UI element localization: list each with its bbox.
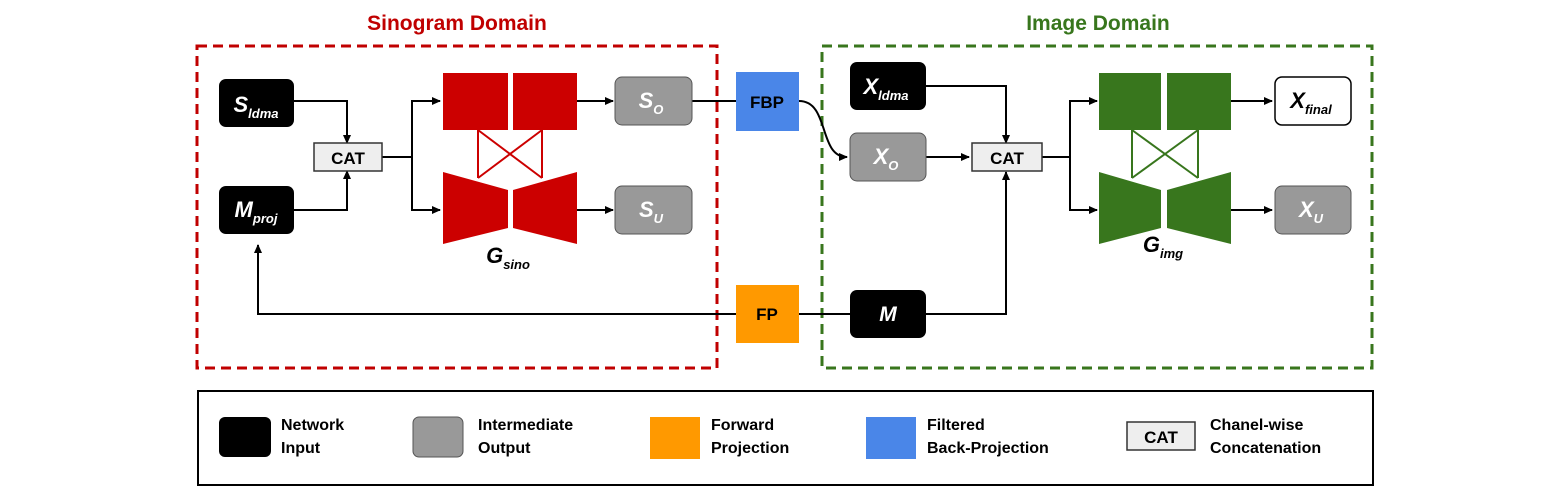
edge-cat-split [382, 97, 441, 158]
svg-text:Filtered: Filtered [927, 417, 985, 434]
fbp-node: FBP [736, 72, 799, 131]
x-ldma-node: Xldma [850, 62, 926, 110]
svg-text:Chanel-wise: Chanel-wise [1210, 417, 1303, 434]
svg-text:XO: XO [872, 144, 899, 173]
x-final-node: Xfinal [1274, 76, 1352, 126]
image-domain-title: Image Domain [1026, 12, 1170, 35]
legend-box [197, 390, 1374, 486]
g-sino-network: Gsino [443, 73, 577, 272]
legend-forward-projection: Forward Projection [650, 417, 789, 459]
cat-sino-node: CAT [313, 142, 383, 172]
s-ldma-node: Sldma [219, 79, 294, 127]
s-o-node: SO [614, 76, 693, 126]
edge-mproj-cat [294, 170, 351, 211]
edge-m-cat [926, 171, 1010, 315]
svg-text:Input: Input [281, 440, 321, 457]
svg-text:Gsino: Gsino [486, 243, 530, 272]
svg-text:CAT: CAT [1144, 428, 1178, 447]
sinogram-domain-border [195, 44, 719, 370]
s-u-node: SU [614, 185, 693, 235]
svg-text:CAT: CAT [990, 149, 1024, 168]
svg-text:Projection: Projection [711, 440, 789, 457]
m-proj-node: Mproj [219, 186, 294, 234]
svg-text:FP: FP [756, 305, 778, 324]
edge-sldma-cat [294, 100, 351, 144]
fp-node: FP [736, 285, 799, 343]
svg-text:XU: XU [1297, 197, 1324, 226]
edge-cat-split-img [1042, 97, 1098, 158]
svg-text:CAT: CAT [331, 149, 365, 168]
m-node: M [850, 290, 926, 338]
cat-img-node: CAT [971, 142, 1043, 172]
svg-text:SO: SO [639, 88, 664, 117]
x-o-node: XO [849, 132, 927, 182]
legend-network-input: Network Input [219, 417, 344, 457]
edge-cat-split-img-lower [1069, 157, 1098, 214]
legend-cat: CAT Chanel-wise Concatenation [1126, 417, 1321, 457]
svg-text:Forward: Forward [711, 417, 774, 434]
svg-text:M: M [879, 303, 897, 326]
svg-text:SU: SU [639, 197, 664, 226]
g-img-network: Gimg [1099, 73, 1231, 261]
svg-text:Intermediate: Intermediate [478, 417, 573, 434]
legend-intermediate-output: Intermediate Output [412, 416, 573, 458]
svg-text:Xfinal: Xfinal [1288, 88, 1332, 117]
svg-text:Concatenation: Concatenation [1210, 440, 1321, 457]
image-domain-border [820, 44, 1374, 370]
svg-text:Sldma: Sldma [233, 92, 278, 121]
svg-text:Mproj: Mproj [235, 197, 278, 226]
svg-text:Output: Output [478, 440, 531, 457]
edge-cat-split-lower [411, 157, 441, 214]
x-u-node: XU [1274, 185, 1352, 235]
svg-text:Xldma: Xldma [861, 74, 908, 103]
svg-text:Back-Projection: Back-Projection [927, 440, 1049, 457]
svg-text:Network: Network [281, 417, 344, 434]
legend-filtered-back-projection: Filtered Back-Projection [866, 417, 1049, 459]
svg-text:Gimg: Gimg [1143, 232, 1183, 261]
svg-text:FBP: FBP [750, 93, 784, 112]
edge-xldma-cat [926, 85, 1010, 144]
edge-fbp-xo [798, 100, 848, 161]
edge-fp-mproj [254, 244, 736, 315]
sinogram-domain-title: Sinogram Domain [367, 12, 547, 35]
